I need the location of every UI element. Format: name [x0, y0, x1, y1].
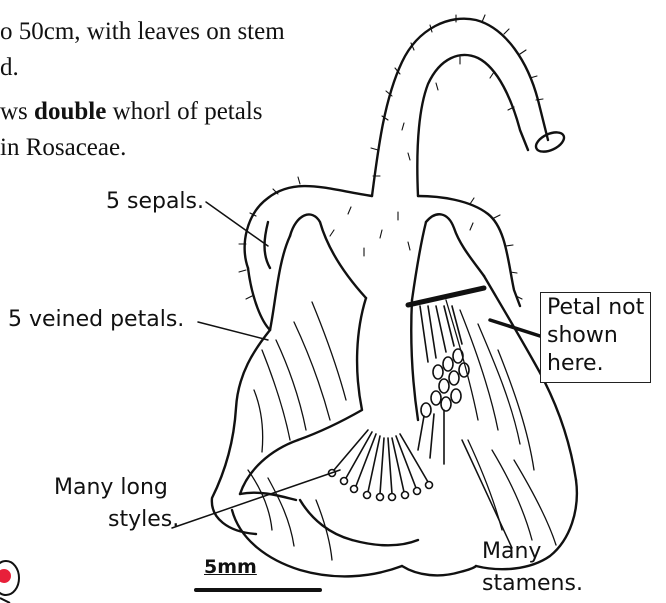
petals — [212, 236, 577, 576]
petal-note-line-3: here. — [547, 350, 644, 378]
petal-note-leader — [490, 320, 540, 336]
petal-note-line-2: shown — [547, 322, 644, 350]
intro-line-4: in Rosaceae. — [0, 132, 126, 163]
sepals-leader — [206, 202, 268, 246]
leader-lines — [172, 202, 540, 548]
hairs — [239, 15, 543, 299]
intro-line-2: d. — [0, 52, 19, 83]
petal-veins — [248, 300, 556, 560]
calyx — [245, 186, 520, 330]
intro-line-1: o 50cm, with leaves on stem — [0, 16, 285, 47]
emphasis-double: double — [34, 98, 106, 125]
styles — [334, 430, 428, 494]
stamens-label-line-2: stamens. — [482, 570, 583, 598]
stem — [372, 19, 567, 196]
partial-bookmark-icon — [0, 561, 19, 603]
stamens-label-line-1: Many — [482, 538, 541, 566]
sepals-label: 5 sepals. — [106, 188, 204, 216]
stamens-leader — [462, 440, 512, 548]
petal-cut-edge — [408, 288, 484, 305]
intro-line-3: ws double whorl of petals — [0, 96, 263, 127]
styles-label-line-2: styles. — [108, 506, 179, 534]
styles-label-line-1: Many long — [54, 474, 168, 502]
scale-bar-label: 5mm — [204, 556, 257, 578]
petals-label: 5 veined petals. — [8, 306, 184, 334]
petal-note-box: Petal not shown here. — [540, 292, 651, 383]
petal-note-line-1: Petal not — [547, 294, 644, 322]
petals-leader — [198, 322, 268, 340]
